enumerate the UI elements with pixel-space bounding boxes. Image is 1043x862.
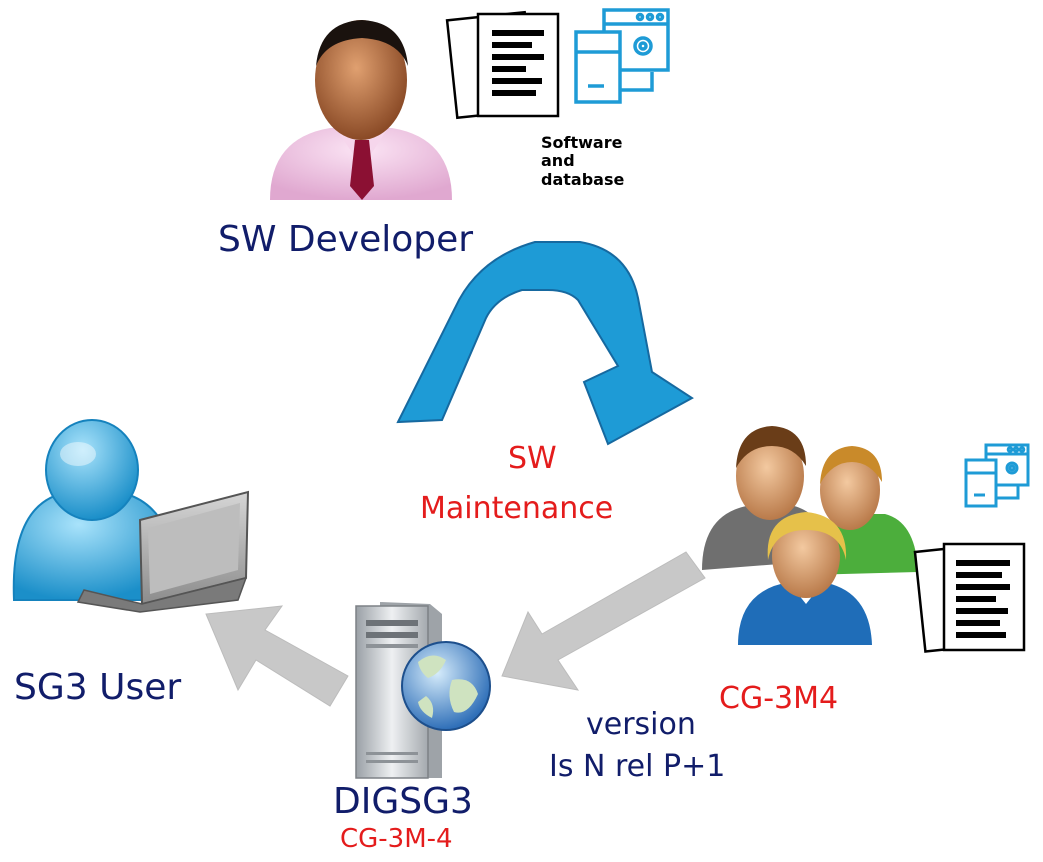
release-label-line1: version — [586, 707, 696, 742]
server-sublabel: CG-3M-4 — [340, 824, 453, 854]
maintenance-label-line1: SW — [508, 441, 557, 476]
developer-person-icon — [270, 20, 452, 200]
laptop-user-icon — [12, 419, 250, 613]
documents-icon — [445, 10, 560, 120]
team-label: CG-3M4 — [719, 681, 839, 716]
user-label: SG3 User — [14, 667, 182, 708]
documents-icon — [913, 542, 1026, 653]
flow-arrow-team-to-server — [501, 551, 706, 691]
flow-arrow-server-to-user — [205, 605, 349, 707]
maintenance-label-line2: Maintenance — [420, 491, 614, 526]
software-window-icon — [574, 8, 670, 104]
server-globe-icon — [355, 602, 491, 779]
maintenance-cycle-arrow — [396, 241, 694, 446]
server-label: DIGSG3 — [333, 781, 473, 822]
team-people-icon — [702, 426, 918, 645]
release-label-line2: Is N rel P+1 — [549, 749, 726, 784]
software-database-caption: Software and database — [541, 133, 625, 189]
developer-label: SW Developer — [218, 219, 474, 260]
software-window-icon — [964, 443, 1030, 508]
